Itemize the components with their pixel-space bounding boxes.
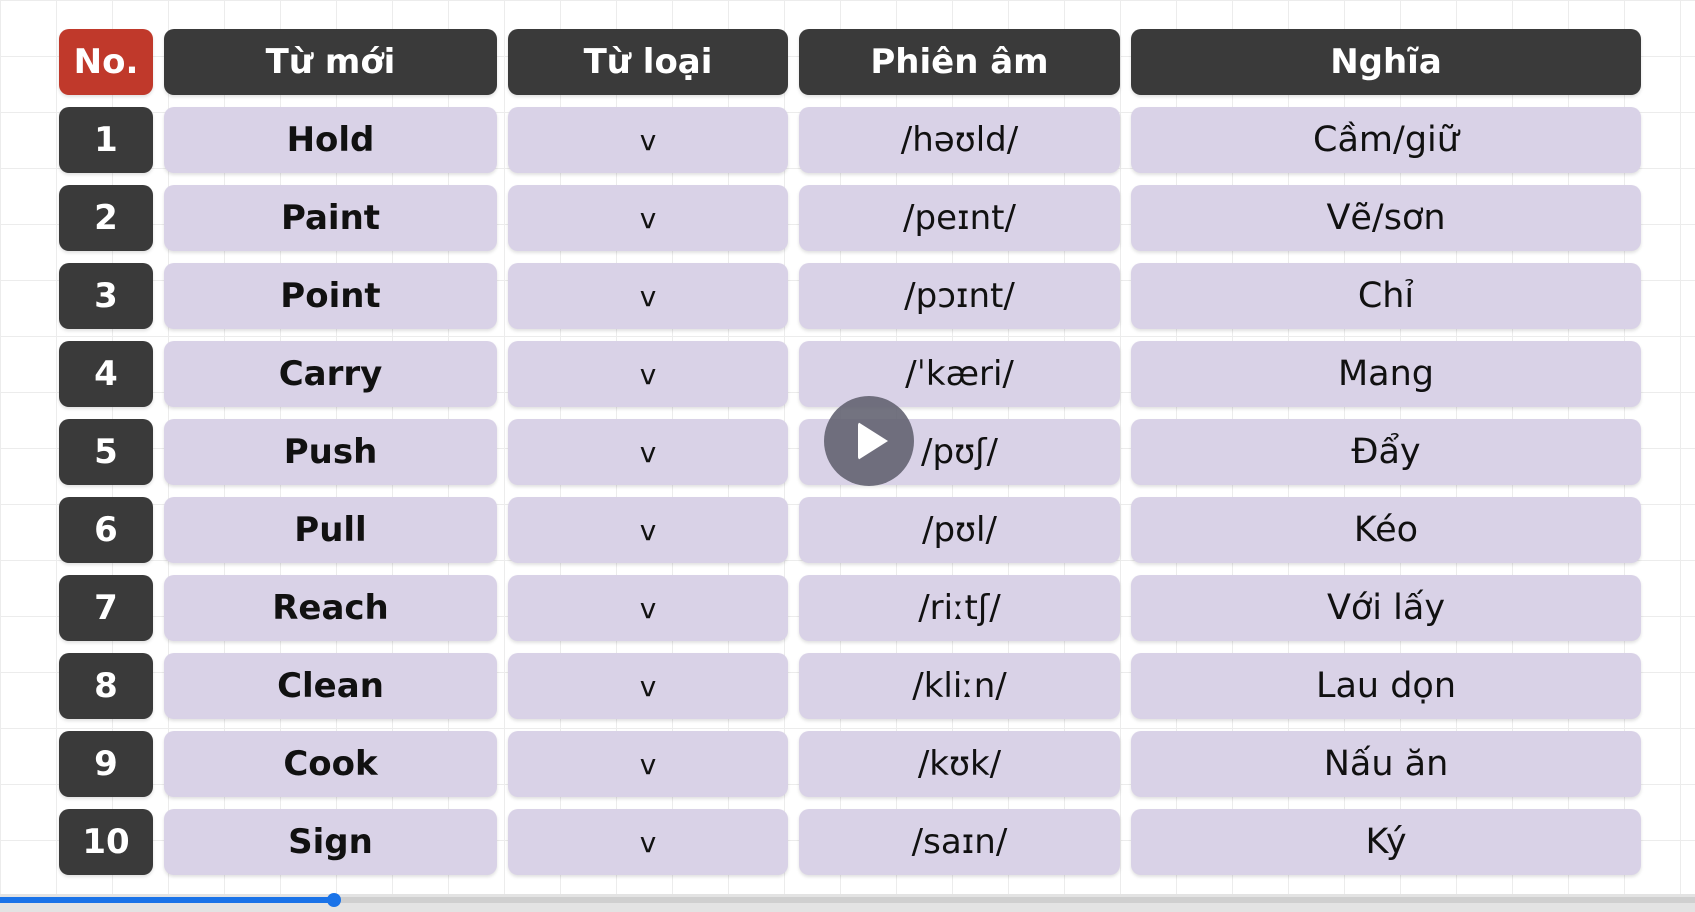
word-type-cell: v — [508, 653, 788, 719]
meaning-cell: Nấu ăn — [1131, 731, 1641, 797]
play-icon — [857, 422, 888, 460]
header-meaning: Nghĩa — [1131, 29, 1641, 95]
table-row: 5 Push v /pʊʃ/ Đẩy — [59, 419, 1651, 485]
word-cell: Push — [164, 419, 497, 485]
phonetic-cell: /pʊl/ — [799, 497, 1120, 563]
meaning-cell: Kéo — [1131, 497, 1641, 563]
word-type-cell: v — [508, 575, 788, 641]
header-word: Từ mới — [164, 29, 497, 95]
meaning-cell: Đẩy — [1131, 419, 1641, 485]
word-type-cell: v — [508, 107, 788, 173]
play-button[interactable] — [824, 396, 914, 486]
table-row: 9 Cook v /kʊk/ Nấu ăn — [59, 731, 1651, 797]
phonetic-cell: /pɔɪnt/ — [799, 263, 1120, 329]
phonetic-cell: /riːtʃ/ — [799, 575, 1120, 641]
phonetic-cell: /peɪnt/ — [799, 185, 1120, 251]
meaning-cell: Cầm/giữ — [1131, 107, 1641, 173]
row-number: 8 — [59, 653, 153, 719]
row-number: 4 — [59, 341, 153, 407]
meaning-cell: Chỉ — [1131, 263, 1641, 329]
phonetic-cell: /ˈkæri/ — [799, 341, 1120, 407]
video-progress-bar[interactable] — [0, 893, 1695, 912]
word-type-cell: v — [508, 341, 788, 407]
row-number: 9 — [59, 731, 153, 797]
phonetic-cell: /kliːn/ — [799, 653, 1120, 719]
vocabulary-table: No. Từ mới Từ loại Phiên âm Nghĩa 1 Hold… — [59, 29, 1651, 875]
row-number: 5 — [59, 419, 153, 485]
meaning-cell: Với lấy — [1131, 575, 1641, 641]
word-cell: Carry — [164, 341, 497, 407]
word-type-cell: v — [508, 809, 788, 875]
meaning-cell: Mang — [1131, 341, 1641, 407]
word-cell: Sign — [164, 809, 497, 875]
table-row: 2 Paint v /peɪnt/ Vẽ/sơn — [59, 185, 1651, 251]
progress-track[interactable] — [0, 897, 1695, 903]
word-type-cell: v — [508, 263, 788, 329]
word-cell: Point — [164, 263, 497, 329]
row-number: 7 — [59, 575, 153, 641]
table-row: 7 Reach v /riːtʃ/ Với lấy — [59, 575, 1651, 641]
phonetic-cell: /kʊk/ — [799, 731, 1120, 797]
word-cell: Pull — [164, 497, 497, 563]
table-row: 3 Point v /pɔɪnt/ Chỉ — [59, 263, 1651, 329]
word-cell: Cook — [164, 731, 497, 797]
word-type-cell: v — [508, 185, 788, 251]
row-number: 3 — [59, 263, 153, 329]
word-type-cell: v — [508, 497, 788, 563]
phonetic-cell: /həʊld/ — [799, 107, 1120, 173]
meaning-cell: Lau dọn — [1131, 653, 1641, 719]
table-row: 10 Sign v /saɪn/ Ký — [59, 809, 1651, 875]
word-cell: Hold — [164, 107, 497, 173]
row-number: 2 — [59, 185, 153, 251]
progress-scrubber-handle[interactable] — [327, 893, 341, 907]
header-no: No. — [59, 29, 153, 95]
row-number: 1 — [59, 107, 153, 173]
row-number: 10 — [59, 809, 153, 875]
header-ipa: Phiên âm — [799, 29, 1120, 95]
table-row: 6 Pull v /pʊl/ Kéo — [59, 497, 1651, 563]
header-type: Từ loại — [508, 29, 788, 95]
word-cell: Clean — [164, 653, 497, 719]
table-header-row: No. Từ mới Từ loại Phiên âm Nghĩa — [59, 29, 1651, 95]
word-cell: Reach — [164, 575, 497, 641]
word-type-cell: v — [508, 419, 788, 485]
meaning-cell: Vẽ/sơn — [1131, 185, 1641, 251]
word-cell: Paint — [164, 185, 497, 251]
phonetic-cell: /saɪn/ — [799, 809, 1120, 875]
word-type-cell: v — [508, 731, 788, 797]
row-number: 6 — [59, 497, 153, 563]
table-row: 4 Carry v /ˈkæri/ Mang — [59, 341, 1651, 407]
progress-fill — [0, 897, 334, 903]
table-row: 8 Clean v /kliːn/ Lau dọn — [59, 653, 1651, 719]
meaning-cell: Ký — [1131, 809, 1641, 875]
table-row: 1 Hold v /həʊld/ Cầm/giữ — [59, 107, 1651, 173]
